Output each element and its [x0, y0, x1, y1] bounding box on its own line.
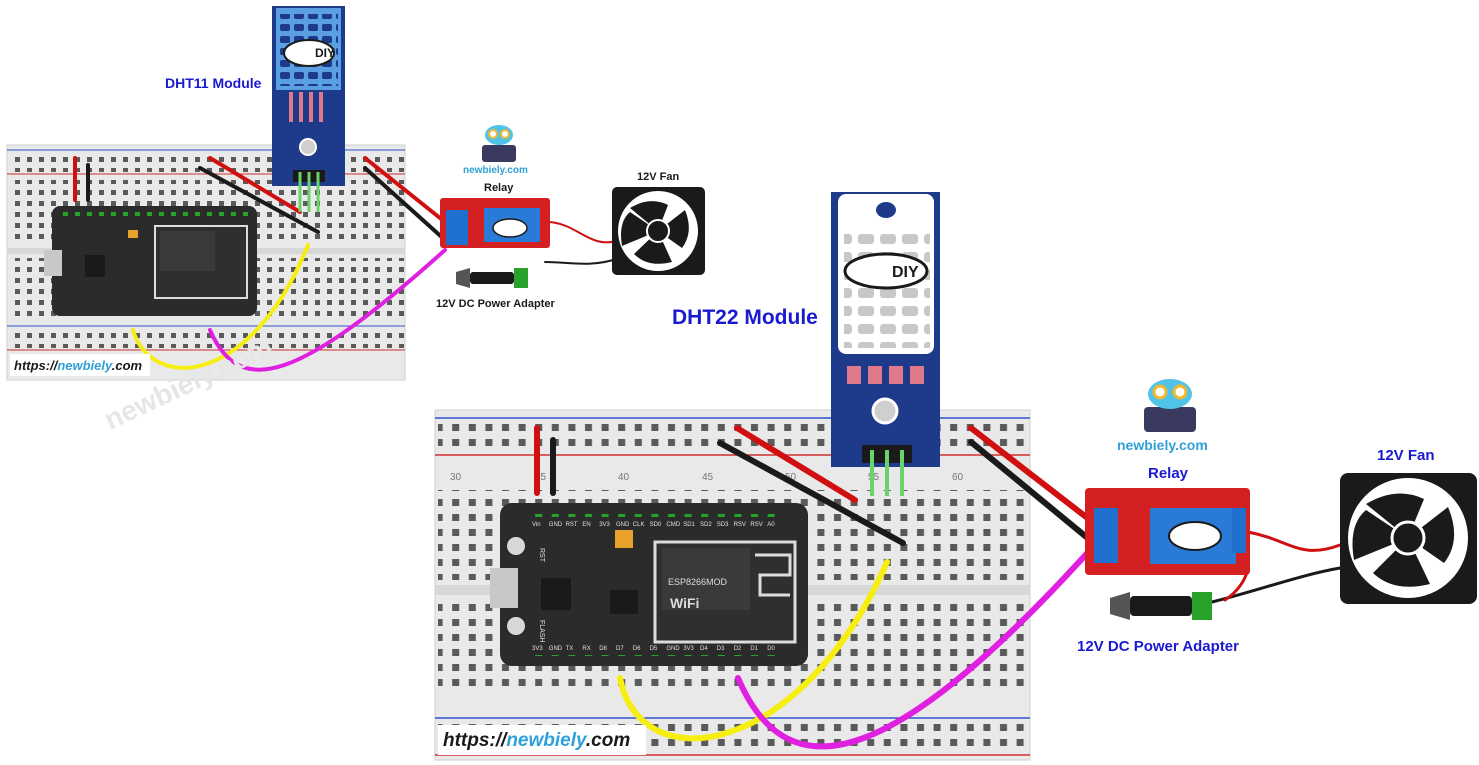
url-suffix-2: .com: [586, 730, 630, 751]
bb-num: 50: [785, 472, 797, 483]
power-adapter-2: [1110, 592, 1212, 620]
newbiely-logo-1: newbiely.com: [463, 125, 528, 176]
esp-pin-label: D4: [700, 646, 708, 652]
esp-pin-label: RX: [582, 646, 590, 652]
esp-pin-label: EN: [582, 522, 590, 528]
svg-text:https://newbiely.com: https://newbiely.com: [443, 730, 630, 751]
esp-pin-label: SD2: [700, 522, 712, 528]
relay-module-1: [440, 198, 550, 248]
url-prefix-2: https://: [443, 730, 508, 751]
url-brand-1: newbiely: [57, 358, 113, 373]
fan-1: [612, 187, 705, 275]
relay-label-1: Relay: [484, 182, 514, 194]
esp-pin-label: SD3: [717, 522, 729, 528]
fan-label-2: 12V Fan: [1377, 447, 1435, 464]
url-badge-2: https://newbiely.com: [438, 725, 646, 755]
esp-pin-label: GND: [666, 646, 680, 652]
esp-pin-label: D6: [633, 646, 641, 652]
fan-2: [1340, 473, 1477, 604]
esp-pin-label: 3V3: [683, 646, 694, 652]
esp-pin-label: D8: [599, 646, 607, 652]
url-suffix-1: .com: [112, 358, 143, 373]
url-brand-2: newbiely: [506, 730, 588, 751]
newbiely-logo-2: newbiely.com: [1117, 379, 1208, 453]
esp-pin-label: D1: [750, 646, 758, 652]
esp-pin-label: D7: [616, 646, 624, 652]
wires-2: [534, 425, 1342, 750]
adapter-label-2: 12V DC Power Adapter: [1077, 638, 1239, 655]
esp-pin-label: GND: [549, 522, 563, 528]
wires-1: [73, 156, 621, 372]
svg-text:https://newbiely.com: https://newbiely.com: [14, 358, 143, 373]
logo-text-2: DIY: [892, 264, 919, 281]
esp-rst-label: RST: [538, 548, 545, 563]
bb-num: 40: [618, 472, 630, 483]
dht22-label: DHT22 Module: [672, 306, 818, 329]
esp-pin-label: SD1: [683, 522, 695, 528]
esp-pin-label: 3V3: [599, 522, 610, 528]
esp-pin-label: RSV: [734, 522, 746, 528]
esp-pin-label: Vin: [532, 522, 541, 528]
logo-text-1: DIY: [315, 46, 335, 60]
esp-pin-label: A0: [767, 522, 775, 528]
esp-pin-label: SD0: [650, 522, 662, 528]
esp-pin-label: CLK: [633, 522, 645, 528]
dht11-sensor: DIY: [272, 6, 345, 212]
esp-pin-label: RSV: [750, 522, 762, 528]
relay-module-2: [1085, 488, 1250, 575]
esp-flash-label: FLASH: [538, 620, 545, 643]
diagram-dht11: DIY DHT11 Module newbiely.com Re: [6, 6, 705, 381]
esp-pin-label: GND: [616, 522, 630, 528]
fan-label-1: 12V Fan: [637, 171, 679, 183]
bb-num: 30: [450, 472, 462, 483]
brand-text-2: newbiely.com: [1117, 437, 1208, 453]
esp-module-text: ESP8266MOD: [668, 577, 728, 587]
bb-num: 45: [702, 472, 714, 483]
esp-pin-label: GND: [549, 646, 563, 652]
power-adapter-1: [456, 268, 528, 288]
esp8266-board-1: [44, 206, 257, 316]
bb-num: 35: [535, 472, 547, 483]
esp-pin-label: D0: [767, 646, 775, 652]
wifi-text: WiFi: [670, 595, 699, 611]
dht11-label: DHT11 Module: [165, 75, 262, 91]
esp-pin-label: TX: [566, 646, 574, 652]
esp-pin-label: D5: [650, 646, 658, 652]
esp-pin-label: RST: [566, 522, 578, 528]
adapter-label-1: 12V DC Power Adapter: [436, 298, 556, 310]
brand-text-1: newbiely.com: [463, 165, 528, 176]
esp-pin-label: D2: [734, 646, 742, 652]
dht22-sensor: DIY: [831, 192, 940, 496]
esp-pin-label: D3: [717, 646, 725, 652]
relay-label-2: Relay: [1148, 465, 1189, 482]
url-badge-1: https://newbiely.com: [10, 354, 150, 376]
esp-pin-label: 3V3: [532, 646, 543, 652]
url-prefix-1: https://: [14, 358, 59, 373]
bb-num: 60: [952, 472, 964, 483]
esp-pin-label: CMD: [666, 522, 680, 528]
diagram-dht22: 30 35 40 45 50 55 60: [434, 192, 1477, 761]
